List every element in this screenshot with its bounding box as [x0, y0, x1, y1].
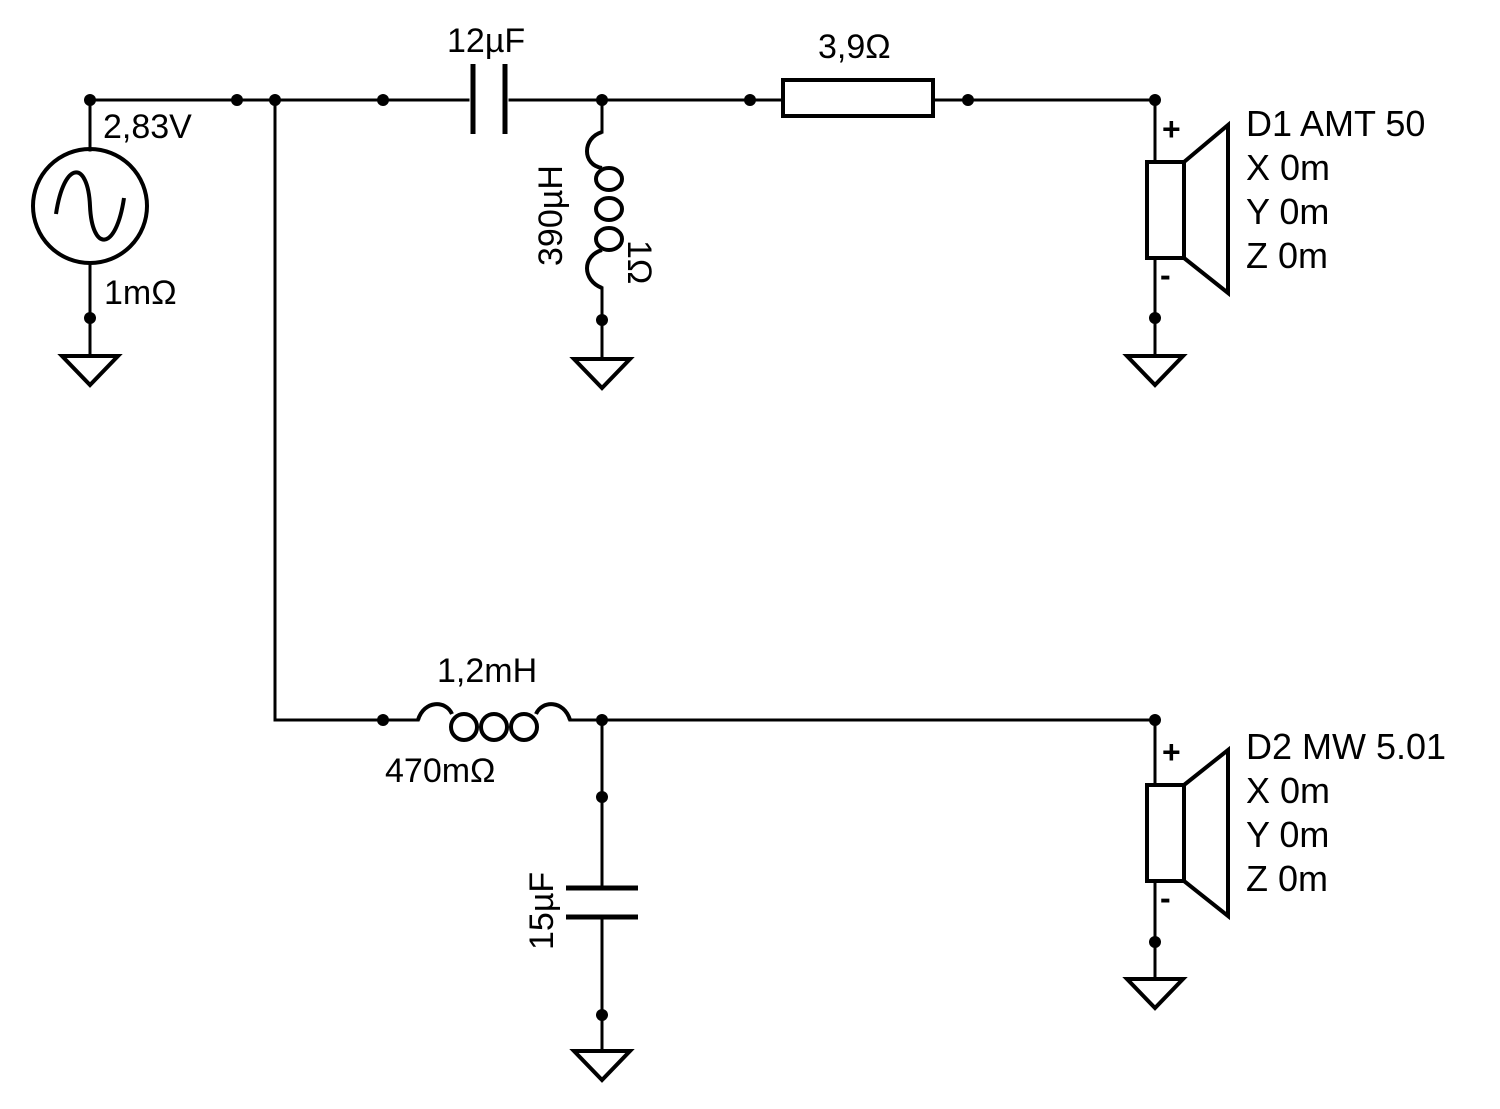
- sine-wave-icon: [54, 170, 126, 242]
- driver-d2-x: X 0m: [1246, 770, 1330, 811]
- junction-dot: [596, 1009, 608, 1021]
- capacitor-15uF: 15µF: [523, 718, 638, 1052]
- capacitor-15uF-label: 15µF: [523, 872, 561, 950]
- inductor-1-2mH-label: 1,2mH: [437, 652, 537, 690]
- driver-d1-y: Y 0m: [1246, 191, 1329, 232]
- driver-d1-speaker-icon: + -: [1145, 111, 1230, 357]
- inductor-1-2mH: 1,2mH 470mΩ: [385, 652, 572, 790]
- source-resistance-label: 1mΩ: [104, 274, 177, 312]
- junction-dot: [269, 94, 281, 106]
- resistor-3-9-ohm: 3,9Ω: [781, 28, 935, 118]
- junction-dot: [1149, 94, 1161, 106]
- bottom-rail-wires: [273, 718, 1157, 787]
- driver-d1-plus-label: +: [1162, 111, 1181, 147]
- junction-dot: [84, 312, 96, 324]
- junction-dot: [596, 94, 608, 106]
- top-rail-wires: [88, 96, 1157, 722]
- source-voltage-label: 2,83V: [103, 108, 192, 146]
- ground-icon-inductor: [569, 357, 635, 391]
- junction-dots: [84, 94, 1161, 1021]
- junction-dot: [377, 94, 389, 106]
- signal-source: 2,83V 1mΩ: [31, 98, 192, 357]
- resistor-3-9-ohm-label: 3,9Ω: [818, 28, 891, 66]
- driver-d2-plus-label: +: [1162, 734, 1181, 770]
- driver-d2-name: D2 MW 5.01: [1246, 726, 1446, 767]
- junction-dot: [377, 714, 389, 726]
- driver-d2-minus-label: -: [1160, 880, 1171, 916]
- driver-d1-labels: D1 AMT 50 X 0m Y 0m Z 0m: [1246, 103, 1425, 276]
- driver-d1-name: D1 AMT 50: [1246, 103, 1425, 144]
- ground-icon-driver-d2: [1122, 977, 1188, 1011]
- driver-d2-labels: D2 MW 5.01 X 0m Y 0m Z 0m: [1246, 726, 1446, 899]
- junction-dot: [962, 94, 974, 106]
- junction-dot: [596, 314, 608, 326]
- ground-icon-capacitor: [569, 1049, 635, 1083]
- driver-d2-y: Y 0m: [1246, 814, 1329, 855]
- junction-dot: [1149, 936, 1161, 948]
- junction-dot: [1149, 312, 1161, 324]
- driver-d1-minus-label: -: [1160, 257, 1171, 293]
- capacitor-12uF-label: 12µF: [447, 22, 525, 60]
- junction-dot: [1149, 714, 1161, 726]
- ground-icon-driver-d1: [1122, 354, 1188, 388]
- inductor-1-2mH-resistance-label: 470mΩ: [385, 752, 495, 790]
- junction-dot: [596, 791, 608, 803]
- inductor-390uH: 390µH 1Ω: [532, 98, 658, 360]
- ground-icon-source: [57, 354, 123, 388]
- driver-d1-z: Z 0m: [1246, 235, 1328, 276]
- junction-dot: [231, 94, 243, 106]
- inductor-390uH-label: 390µH: [532, 165, 570, 266]
- junction-dot: [84, 94, 96, 106]
- driver-d2-z: Z 0m: [1246, 858, 1328, 899]
- inductor-390uH-resistance-label: 1Ω: [620, 240, 658, 284]
- junction-dot: [596, 714, 608, 726]
- driver-d1-x: X 0m: [1246, 147, 1330, 188]
- capacitor-12uF: 12µF: [447, 22, 525, 134]
- junction-dot: [744, 94, 756, 106]
- driver-d2-speaker-icon: + -: [1145, 734, 1230, 980]
